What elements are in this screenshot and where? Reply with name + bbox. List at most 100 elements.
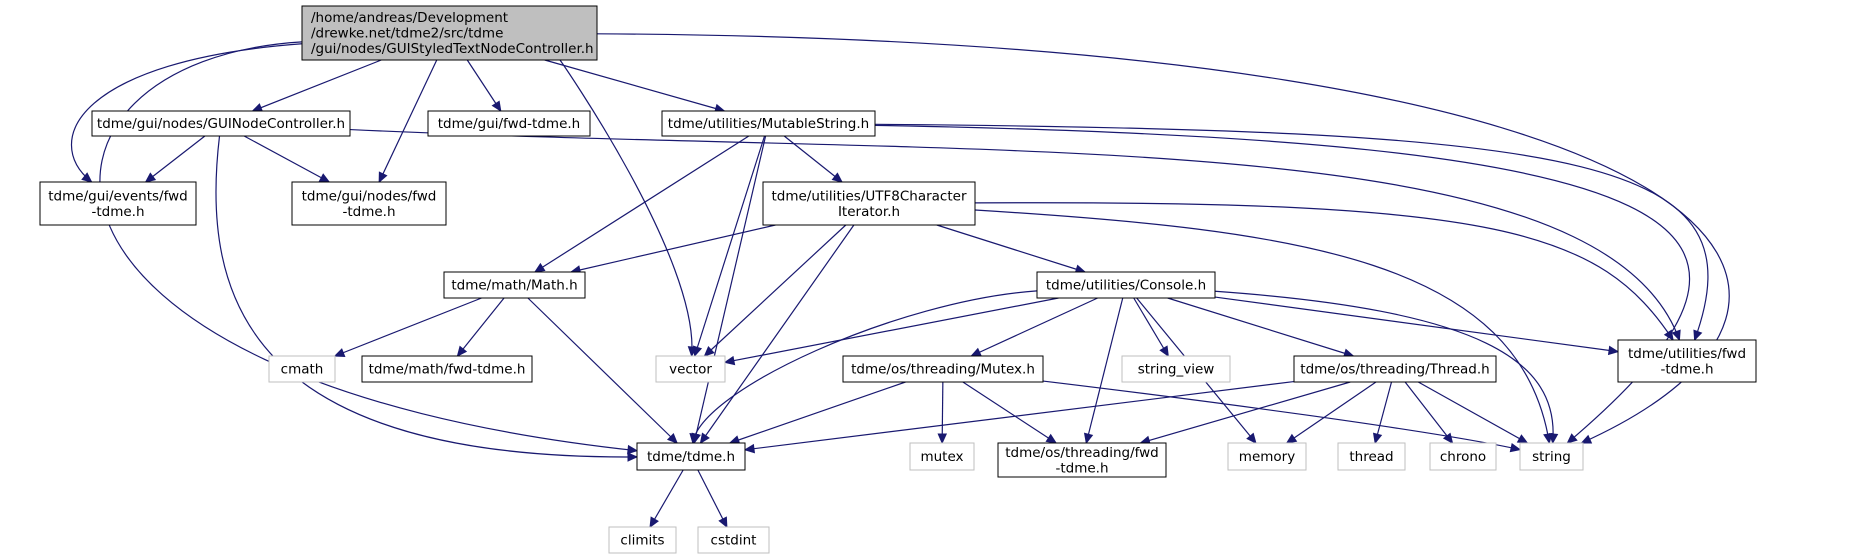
arrowhead-icon bbox=[1509, 442, 1522, 453]
node-label-line: climits bbox=[620, 533, 664, 549]
edge-line bbox=[70, 43, 303, 183]
node-guinodecontroller[interactable]: tdme/gui/nodes/GUINodeController.h bbox=[91, 110, 351, 137]
node-util_fwd[interactable]: tdme/utilities/fwd-tdme.h bbox=[1617, 339, 1757, 383]
node-label-line: tdme/gui/nodes/fwd bbox=[302, 188, 437, 204]
node-label-line: tdme/os/threading/Thread.h bbox=[1300, 362, 1489, 378]
node-tdme[interactable]: tdme/tdme.h bbox=[636, 442, 746, 471]
edge-console-to-thread_h bbox=[1167, 297, 1355, 358]
node-mutablestring[interactable]: tdme/utilities/MutableString.h bbox=[661, 110, 876, 137]
node-label-line: tdme/os/threading/fwd bbox=[1005, 445, 1159, 461]
edge-line bbox=[974, 209, 1550, 444]
arrowhead-icon bbox=[1548, 433, 1559, 445]
arrowhead-icon bbox=[723, 355, 736, 366]
edge-line bbox=[971, 297, 1098, 357]
edge-thread_h-to-tdme bbox=[743, 380, 1295, 454]
node-memory: memory bbox=[1227, 442, 1307, 471]
node-box bbox=[909, 442, 975, 471]
node-label-line: vector bbox=[669, 362, 712, 378]
node-box bbox=[91, 110, 351, 137]
node-root[interactable]: /home/andreas/Development/drewke.net/tdm… bbox=[301, 5, 598, 61]
node-gui_fwd[interactable]: tdme/gui/fwd-tdme.h bbox=[427, 110, 591, 137]
edge-root-to-vector bbox=[559, 59, 698, 358]
edge-guinodecontroller-to-util_fwd bbox=[349, 128, 1681, 342]
arrowhead-icon bbox=[1246, 432, 1257, 444]
edge-line bbox=[1404, 381, 1453, 444]
edge-thread_h-to-memory bbox=[1285, 381, 1377, 444]
node-box bbox=[1617, 339, 1757, 383]
nodes-layer: /home/andreas/Development/drewke.net/tdm… bbox=[39, 5, 1757, 554]
arrowhead-icon bbox=[1159, 345, 1169, 358]
node-climits: climits bbox=[608, 526, 677, 554]
node-nodes_fwd[interactable]: tdme/gui/nodes/fwd-tdme.h bbox=[291, 181, 447, 226]
edge-line bbox=[1042, 380, 1521, 451]
node-events_fwd[interactable]: tdme/gui/events/fwd-tdme.h bbox=[39, 181, 197, 226]
edge-line bbox=[1133, 297, 1169, 357]
arrowhead-icon bbox=[743, 443, 756, 454]
edge-mutablestring-to-string bbox=[874, 124, 1691, 444]
edge-line bbox=[874, 123, 1709, 341]
node-thread_h[interactable]: tdme/os/threading/Thread.h bbox=[1293, 355, 1497, 383]
arrowhead-icon bbox=[1442, 432, 1454, 444]
edge-line bbox=[456, 297, 505, 357]
edge-mutex-to-threading_fwd bbox=[962, 381, 1058, 444]
arrowhead-icon bbox=[1566, 433, 1578, 444]
arrowhead-icon bbox=[831, 172, 843, 183]
edge-line bbox=[1214, 290, 1554, 444]
edge-line bbox=[334, 297, 482, 357]
arrowhead-icon bbox=[1663, 329, 1674, 342]
node-math_fwd[interactable]: tdme/math/fwd-tdme.h bbox=[361, 355, 533, 383]
node-label-line: chrono bbox=[1440, 449, 1486, 465]
arrowhead-icon bbox=[1083, 432, 1094, 445]
arrowhead-icon bbox=[491, 100, 502, 113]
node-box bbox=[655, 355, 726, 383]
edge-line bbox=[466, 59, 502, 112]
arrowhead-icon bbox=[81, 172, 93, 183]
node-label-line: tdme/utilities/UTF8Character bbox=[771, 188, 966, 204]
edge-line bbox=[559, 59, 693, 357]
edge-line bbox=[874, 124, 1691, 444]
edge-root-to-gui_fwd bbox=[466, 59, 502, 113]
node-label-line: -tdme.h bbox=[91, 204, 144, 220]
edge-line bbox=[649, 469, 684, 528]
node-label-line: tdme/gui/nodes/GUINodeController.h bbox=[97, 116, 345, 132]
node-box bbox=[661, 110, 876, 137]
node-cmath: cmath bbox=[268, 355, 336, 383]
node-console[interactable]: tdme/utilities/Console.h bbox=[1036, 271, 1216, 299]
edge-root-to-tdme bbox=[99, 41, 639, 455]
edge-mutablestring-to-math bbox=[533, 135, 750, 273]
node-threading_fwd[interactable]: tdme/os/threading/fwd-tdme.h bbox=[997, 442, 1167, 478]
arrowhead-icon bbox=[689, 432, 699, 445]
edge-console-to-string bbox=[1214, 290, 1559, 445]
edge-line bbox=[697, 469, 728, 528]
arrowhead-icon bbox=[627, 444, 639, 455]
edge-console-to-util_fwd bbox=[1214, 296, 1620, 356]
edge-line bbox=[744, 380, 1295, 451]
edge-mutablestring-to-vector bbox=[692, 135, 766, 358]
edge-utf8-to-util_fwd bbox=[974, 202, 1674, 342]
edge-mutablestring-to-tdme bbox=[691, 135, 767, 445]
arrowhead-icon bbox=[937, 433, 948, 445]
edges-layer bbox=[70, 33, 1730, 529]
arrowhead-icon bbox=[1671, 329, 1681, 342]
node-mutex[interactable]: tdme/os/threading/Mutex.h bbox=[842, 355, 1044, 383]
arrowhead-icon bbox=[666, 432, 678, 444]
node-math[interactable]: tdme/math/Math.h bbox=[443, 271, 586, 299]
arrowhead-icon bbox=[318, 173, 331, 183]
edge-mutablestring-to-util_fwd bbox=[874, 123, 1709, 342]
edge-line bbox=[1417, 381, 1528, 444]
arrowhead-icon bbox=[378, 171, 388, 184]
node-mutex_std: mutex bbox=[909, 442, 975, 471]
edge-math-to-cmath bbox=[333, 297, 482, 357]
node-label-line: string_view bbox=[1138, 362, 1215, 378]
node-box bbox=[1429, 442, 1497, 471]
edge-line bbox=[729, 381, 906, 444]
edge-mutex-to-tdme bbox=[728, 381, 906, 445]
edge-line bbox=[349, 128, 1680, 341]
node-box bbox=[291, 181, 447, 226]
arrowhead-icon bbox=[1580, 434, 1593, 444]
edge-line bbox=[544, 59, 725, 112]
node-box bbox=[1036, 271, 1216, 299]
edge-line bbox=[693, 135, 767, 444]
